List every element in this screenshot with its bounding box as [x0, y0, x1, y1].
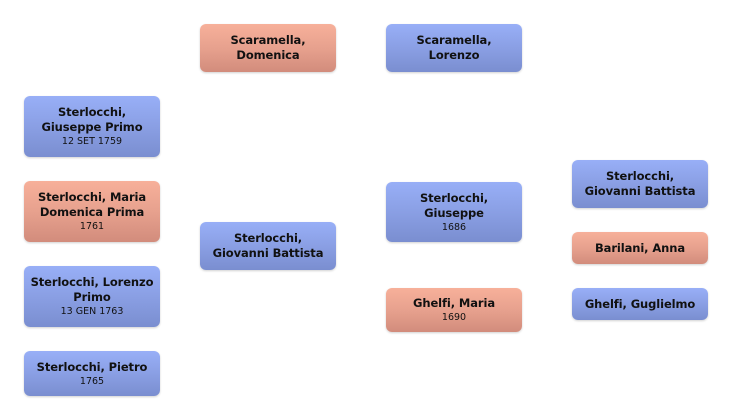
person-box-giuseppe-primo[interactable]: Sterlocchi, Giuseppe Primo 12 SET 1759 — [24, 96, 160, 157]
person-name: Scaramella, Domenica — [230, 33, 306, 62]
person-box-giovanni-battista-sr[interactable]: Sterlocchi, Giovanni Battista — [572, 160, 708, 208]
person-name: Ghelfi, Guglielmo — [584, 296, 696, 311]
person-name: Ghelfi, Maria — [413, 296, 495, 310]
person-box-barilani-anna[interactable]: Barilani, Anna — [572, 232, 708, 264]
person-date: 1686 — [441, 221, 467, 233]
person-date: 13 GEN 1763 — [60, 306, 124, 317]
person-name: Sterlocchi, Lorenzo Primo — [30, 275, 154, 304]
person-box-pietro[interactable]: Sterlocchi, Pietro 1765 — [24, 351, 160, 396]
person-name: Barilani, Anna — [595, 240, 685, 255]
person-date: 12 SET 1759 — [61, 136, 123, 147]
person-name: Sterlocchi, Giovanni Battista — [584, 169, 696, 198]
person-name: Sterlocchi, Maria Domenica Prima — [37, 190, 147, 219]
person-date: 1761 — [79, 221, 105, 232]
person-box-giuseppe[interactable]: Sterlocchi, Giuseppe 1686 — [386, 182, 522, 242]
person-box-maria-domenica-prima[interactable]: Sterlocchi, Maria Domenica Prima 1761 — [24, 181, 160, 242]
person-name: Sterlocchi, Giuseppe — [419, 190, 489, 220]
person-box-scaramella-domenica[interactable]: Scaramella, Domenica — [200, 24, 336, 72]
person-box-giovanni-battista[interactable]: Sterlocchi, Giovanni Battista — [200, 222, 336, 270]
person-name: Sterlocchi, Giovanni Battista — [212, 231, 324, 260]
person-box-lorenzo-primo[interactable]: Sterlocchi, Lorenzo Primo 13 GEN 1763 — [24, 266, 160, 327]
person-name: Sterlocchi, Giuseppe Primo — [41, 105, 143, 134]
person-box-scaramella-lorenzo[interactable]: Scaramella, Lorenzo — [386, 24, 522, 72]
person-date: 1690 — [441, 312, 467, 323]
person-date: 1765 — [79, 375, 105, 387]
person-name: Scaramella, Lorenzo — [416, 33, 492, 62]
person-box-ghelfi-maria[interactable]: Ghelfi, Maria 1690 — [386, 288, 522, 332]
person-name: Sterlocchi, Pietro — [36, 359, 148, 374]
person-box-ghelfi-guglielmo[interactable]: Ghelfi, Guglielmo — [572, 288, 708, 320]
